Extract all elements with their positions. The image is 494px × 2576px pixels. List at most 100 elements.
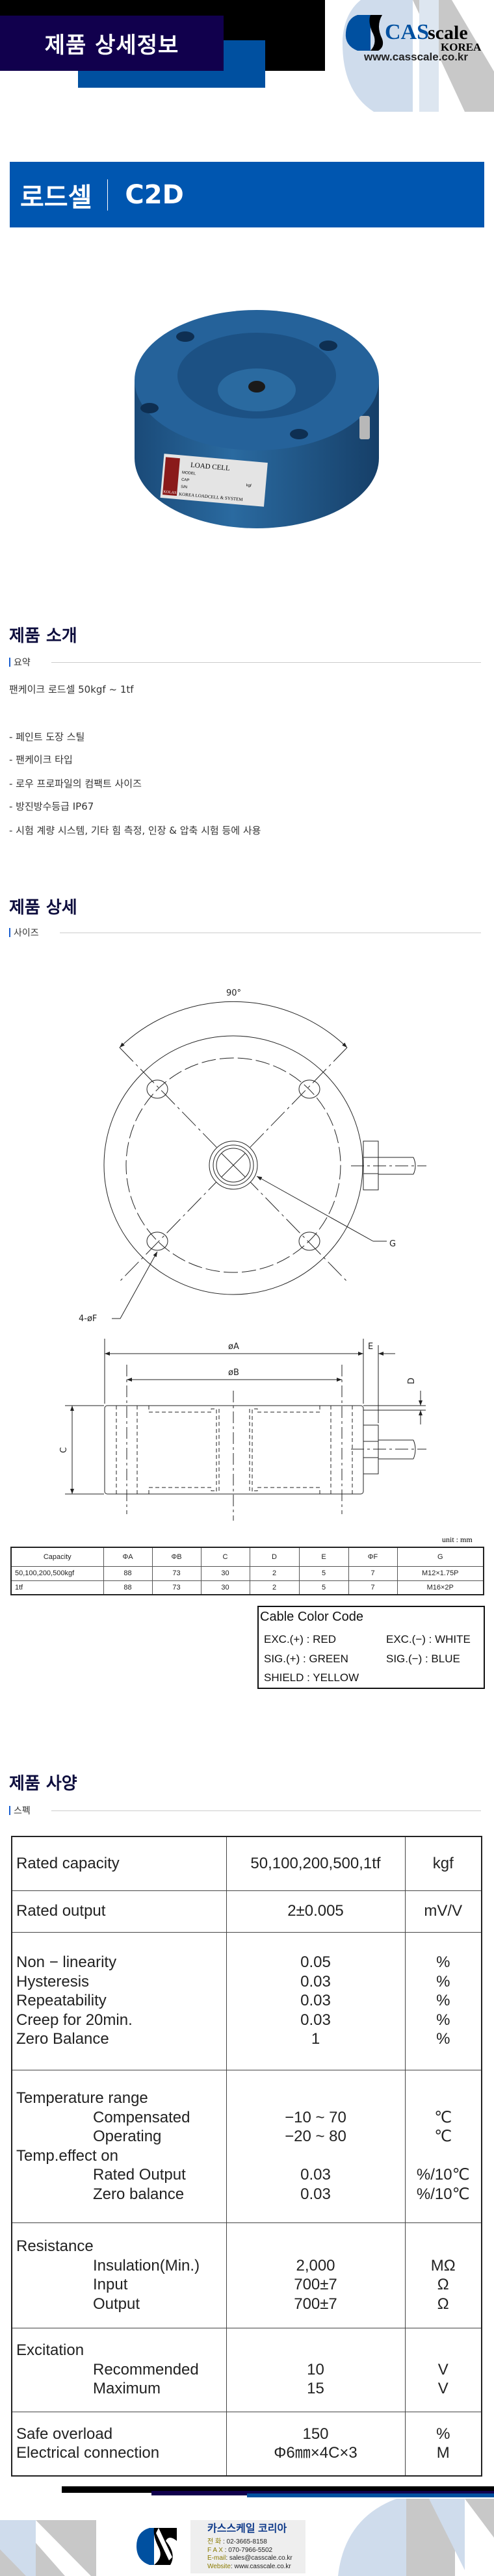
- spec-label-cell: Rated capacity: [11, 1836, 227, 1891]
- spec-unit: %: [436, 2030, 450, 2048]
- spec-unit: ℃: [434, 2128, 452, 2145]
- spec-value: [227, 2237, 405, 2256]
- spec-label: Repeatability: [16, 1992, 107, 2010]
- detail-subheader: 사이즈: [9, 926, 481, 939]
- spec-label: Resistance: [16, 2237, 94, 2255]
- contact-fax: F A X : 070-7966-5502: [207, 2547, 306, 2555]
- contact-label: Website: [207, 2562, 231, 2570]
- spec-unit: %: [436, 1992, 450, 2010]
- photo-label-unit: kgf: [246, 483, 252, 488]
- contact-email: E-mail: sales@casscale.co.kr: [207, 2555, 306, 2563]
- dim-cell: 1tf: [10, 1580, 104, 1595]
- photo-label-sn: S/N: [181, 485, 188, 490]
- contact-value: : 02-3665-8158: [221, 2538, 267, 2545]
- spec-label-cell: Rated output: [11, 1890, 227, 1933]
- feature-item: - 팬케이크 타입: [9, 754, 73, 766]
- spec-heading: 제품 사양: [9, 1774, 77, 1794]
- cable-color-code-box: Cable Color Code EXC.(+) : RED EXC.(−) :…: [257, 1606, 485, 1689]
- logo-scale-text: scale: [428, 22, 468, 44]
- dim-header-cell: G: [396, 1547, 484, 1567]
- contact-value[interactable]: : www.casscale.co.kr: [230, 2562, 291, 2570]
- spec-unit-cell: mV/V: [404, 1890, 482, 1933]
- contact-value: : 070-7966-5502: [222, 2546, 273, 2554]
- spec-label: Maximum: [93, 2380, 161, 2398]
- detail-sub-label: 사이즈: [14, 928, 39, 938]
- dim-header-cell: E: [298, 1547, 349, 1567]
- contact-website: Website: www.casscale.co.kr: [207, 2563, 306, 2571]
- dim-cell: 5: [298, 1565, 349, 1581]
- dimension-drawing: 90° G 4-øF øA øB E C D: [59, 988, 426, 1521]
- logo-korea-text: KOREA: [441, 41, 481, 52]
- spec-value: 0.03: [300, 2011, 331, 2029]
- spec-value: 15: [307, 2380, 324, 2398]
- photo-label-cap: CAP: [181, 478, 190, 483]
- spec-unit: [406, 2089, 482, 2108]
- spec-label: Insulation(Min.): [93, 2256, 200, 2274]
- spec-value: 0.03: [300, 2185, 331, 2203]
- spec-subheader: 스펙: [9, 1804, 481, 1817]
- website-url[interactable]: www.casscale.co.kr: [363, 51, 469, 63]
- spec-value: Φ6㎜×4C×3: [274, 2444, 358, 2462]
- spec-label: Output: [93, 2295, 140, 2313]
- dim-cell: M12×1.75P: [396, 1565, 484, 1581]
- spec-value: 700±7: [294, 2295, 337, 2313]
- intro-heading: 제품 소개: [9, 626, 77, 646]
- spec-label: Creep for 20min.: [16, 2011, 133, 2029]
- spec-value: 150: [302, 2425, 329, 2443]
- footer-black-bar: [62, 2486, 494, 2493]
- contact-phone: 전 화 : 02-3665-8158: [207, 2538, 306, 2547]
- dim-cell: 5: [298, 1580, 349, 1595]
- footer-watermark-left: [0, 2520, 96, 2576]
- spec-unit: V: [437, 2360, 448, 2378]
- cable-sig-plus: SIG.(+) : GREEN: [264, 1653, 348, 1665]
- spec-unit: %: [436, 2425, 450, 2443]
- spec-unit-cell: ℃℃ %/10℃%/10℃: [404, 2069, 482, 2223]
- spec-label: Temp.effect on: [16, 2146, 118, 2165]
- dim-header-cell: C: [200, 1547, 250, 1567]
- footer-company-name: 카스스케일 코리아: [207, 2523, 287, 2534]
- intro-summary: 팬케이크 로드셀 50kgf ~ 1tf: [9, 684, 134, 695]
- contact-value[interactable]: : sales@casscale.co.kr: [226, 2555, 292, 2562]
- detail-heading: 제품 상세: [9, 898, 77, 918]
- cas-logo: CAS scale KOREA: [345, 15, 481, 52]
- dim-cell: 73: [151, 1565, 202, 1581]
- subheader-marker: [9, 1806, 10, 1815]
- spec-unit-cell: %%%%%: [404, 1931, 482, 2070]
- dim-label-a: øA: [228, 1342, 239, 1352]
- feature-item: - 로우 프로파일의 컴팩트 사이즈: [9, 778, 142, 790]
- spec-label: Excitation: [16, 2341, 84, 2360]
- spec-label: Zero Balance: [16, 2030, 109, 2048]
- dim-cell: 2: [249, 1580, 300, 1595]
- logo-cas-text: CAS: [385, 20, 429, 44]
- dim-cell: 88: [103, 1580, 153, 1595]
- top-view: [103, 1001, 426, 1319]
- contact-label: 전 화: [207, 2538, 222, 2545]
- cable-title: Cable Color Code: [260, 1610, 363, 1624]
- spec-unit: ℃: [434, 2108, 452, 2126]
- spec-label: Compensated: [93, 2108, 190, 2126]
- dim-cell: 30: [200, 1580, 250, 1595]
- feature-item: - 방진방수등급 IP67: [9, 801, 94, 812]
- dim-label-d: D: [407, 1378, 417, 1384]
- spec-value: 50,100,200,500,1tf: [250, 1855, 381, 1872]
- spec-label: Input: [93, 2276, 128, 2293]
- spec-value: 0.03: [300, 1972, 331, 1990]
- spec-value: [227, 2146, 405, 2166]
- dim-cell: 2: [249, 1565, 300, 1581]
- subheader-rule: [51, 1810, 481, 1811]
- spec-label: Rated capacity: [16, 1855, 120, 1872]
- photo-label-title: LOAD CELL: [190, 461, 231, 472]
- dim-cell: 73: [151, 1580, 202, 1595]
